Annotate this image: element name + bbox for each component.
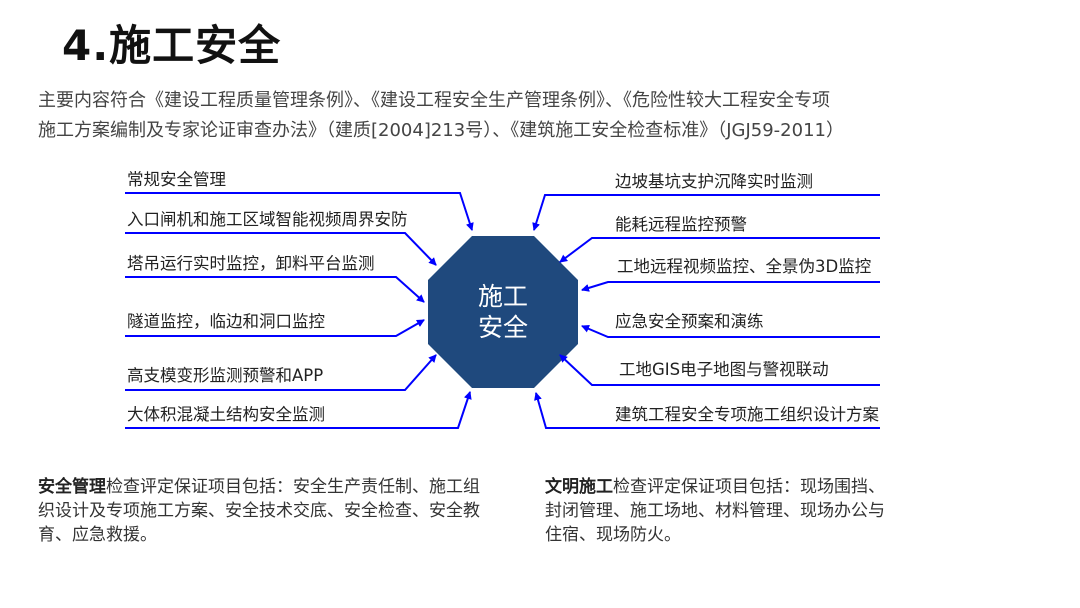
right-item-6: 建筑工程安全专项施工组织设计方案 [615,405,879,424]
connector-right-1 [532,194,880,231]
left-item-2: 入口闸机和施工区域智能视频周界安防 [127,210,408,229]
connector-left-3 [125,276,425,303]
safety-management-highlight: 安全管理 [38,477,106,497]
right-item-5: 工地GIS电子地图与警视联动 [619,360,829,379]
connector-left-4 [125,319,425,337]
center-octagon [428,236,578,388]
right-item-4: 应急安全预案和演练 [615,312,764,331]
connector-left-1 [125,192,474,231]
slide-title: 4.施工安全 [62,21,282,70]
connector-right-2 [559,237,880,263]
intro-paragraph: 主要内容符合《建设工程质量管理条例》、《建设工程安全生产管理条例》、《危险性较大… [38,86,1038,146]
connector-left-1 [125,232,437,266]
connector-right-5 [559,354,880,386]
civilized-construction-text: 检查评定保证项目包括：现场围挡、封闭管理、施工场地、材料管理、现场办公与住宿、现… [545,477,885,545]
safety-management-text: 检查评定保证项目包括：安全生产责任制、施工组织设计及专项施工方案、安全技术交底、… [38,477,480,545]
right-item-3: 工地远程视频监控、全景伪3D监控 [617,257,872,276]
intro-line-2: 施工方案编制及专家论证审查办法》（建质[2004]213号）、《建筑施工安全检查… [38,120,844,141]
center-label-line-2: 安全 [477,313,528,342]
connector-left-6 [125,391,472,429]
right-item-1: 边坡基坑支护沉降实时监测 [615,172,813,191]
connector-left-5 [125,354,437,391]
civilized-construction-note: 文明施工检查评定保证项目包括：现场围挡、封闭管理、施工场地、材料管理、现场办公与… [545,475,895,547]
safety-management-note: 安全管理检查评定保证项目包括：安全生产责任制、施工组织设计及专项施工方案、安全技… [38,475,488,547]
center-label-line-1: 施工 [477,282,528,311]
connector-right-3 [581,281,880,292]
connector-right-6 [534,392,880,429]
left-item-6: 大体积混凝土结构安全监测 [127,405,325,424]
left-item-4: 隧道监控，临边和洞口监控 [127,312,325,331]
left-item-1: 常规安全管理 [127,170,226,189]
left-item-3: 塔吊运行实时监控，卸料平台监测 [127,254,375,273]
civilized-construction-highlight: 文明施工 [545,477,613,497]
right-item-2: 能耗远程监控预警 [615,215,747,234]
center-label: 施工 安全 [428,281,578,343]
connector-right-4 [581,325,880,338]
left-item-5: 高支模变形监测预警和APP [127,366,324,385]
intro-line-1: 主要内容符合《建设工程质量管理条例》、《建设工程安全生产管理条例》、《危险性较大… [38,90,830,111]
